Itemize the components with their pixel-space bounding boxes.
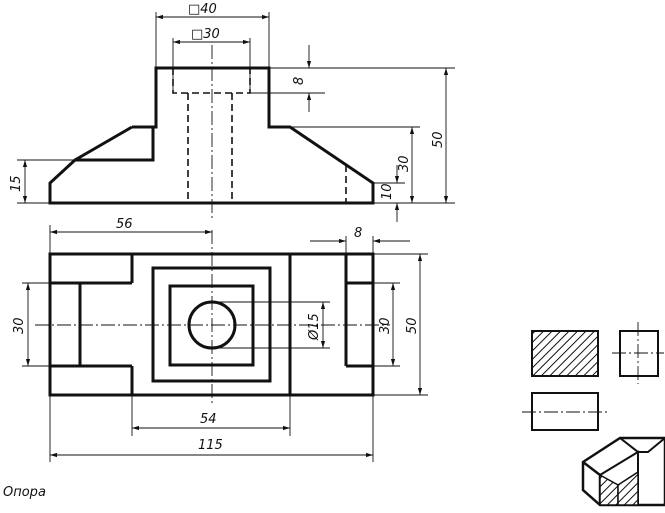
auxiliary-sketches [522, 322, 665, 507]
dim-square-30: □30 [191, 27, 220, 42]
dim-30-plan-left: 30 [12, 317, 27, 334]
dim-10-right: 10 [380, 183, 395, 200]
plan-base-top [151, 266, 272, 383]
bottom-rect [531, 392, 599, 431]
dim-115: 115 [198, 438, 223, 453]
dim-8-top: 8 [292, 77, 307, 85]
plan-outline [48, 252, 375, 397]
dim-square-40: □40 [188, 2, 217, 17]
front-view: □40 □30 8 50 30 10 15 [9, 2, 455, 222]
caption: Опора [3, 485, 46, 500]
top-view: 56 8 30 Ø15 30 50 54 115 [12, 217, 428, 462]
dim-30-front: 30 [397, 155, 412, 172]
front-hidden-bore-top [172, 68, 251, 94]
dim-56: 56 [116, 217, 133, 232]
dim-50-front: 50 [431, 131, 446, 148]
dim-50-plan: 50 [405, 317, 420, 334]
side-rect [619, 330, 659, 377]
dim-15-left: 15 [9, 175, 24, 192]
dim-30-plan-right: 30 [378, 317, 393, 334]
dim-54: 54 [200, 412, 217, 427]
front-chamfer-left [74, 125, 133, 162]
isometric-sketch [581, 436, 665, 507]
hatched-section [531, 330, 599, 377]
front-view-outline [48, 66, 375, 205]
dim-diameter-15: Ø15 [307, 313, 322, 341]
plan-boss [168, 284, 255, 367]
dim-8-plan: 8 [354, 226, 362, 241]
